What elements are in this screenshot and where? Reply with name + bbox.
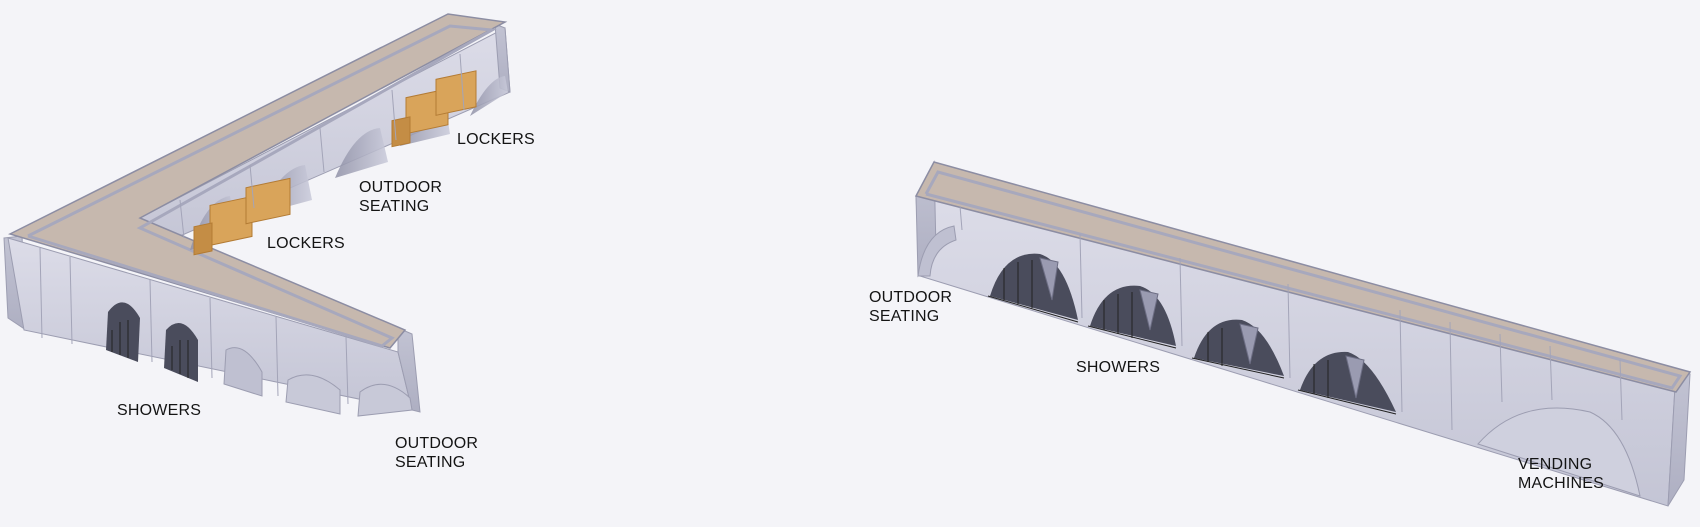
label-outdoor-seating-upper: OUTDOOR SEATING bbox=[359, 179, 443, 215]
linear-glazing bbox=[987, 260, 1397, 415]
l-parapet-inner bbox=[27, 24, 497, 348]
arch-5 bbox=[357, 383, 413, 417]
label-showers-left: SHOWERS bbox=[117, 402, 202, 419]
label-lockers-mid: LOCKERS bbox=[267, 235, 345, 252]
upper-wing-panels bbox=[179, 53, 465, 239]
label-outdoor-seating-right: OUTDOOR SEATING bbox=[869, 289, 953, 325]
linear-parapet bbox=[924, 170, 1683, 390]
label-showers-right: SHOWERS bbox=[1076, 359, 1161, 376]
lockers-group-top bbox=[391, 70, 477, 148]
l-roof bbox=[7, 13, 508, 349]
linear-pavilion bbox=[914, 160, 1692, 507]
upper-wing-end bbox=[494, 23, 511, 93]
linear-shower-arch-4 bbox=[1300, 351, 1396, 412]
shower-arch-1 bbox=[106, 302, 140, 362]
lower-wing-arches bbox=[106, 302, 413, 417]
linear-shower-arch-3 bbox=[1194, 319, 1284, 376]
shower-glazing-left bbox=[111, 320, 189, 378]
lockers-group-mid bbox=[193, 177, 291, 256]
linear-arch-seating bbox=[917, 225, 957, 277]
linear-panels bbox=[959, 205, 1623, 431]
label-outdoor-seating-lower: OUTDOOR SEATING bbox=[395, 435, 479, 471]
label-lockers-top: LOCKERS bbox=[457, 131, 535, 148]
linear-vending-arch bbox=[1477, 407, 1641, 497]
l-shaped-pavilion bbox=[3, 13, 511, 417]
lower-wing-panels bbox=[39, 247, 349, 405]
arch-4 bbox=[285, 374, 341, 415]
linear-shower-partitions bbox=[1039, 257, 1365, 399]
lower-wing-end bbox=[397, 327, 421, 413]
label-vending-machines: VENDING MACHINES bbox=[1518, 456, 1605, 492]
arch-3 bbox=[223, 347, 263, 397]
